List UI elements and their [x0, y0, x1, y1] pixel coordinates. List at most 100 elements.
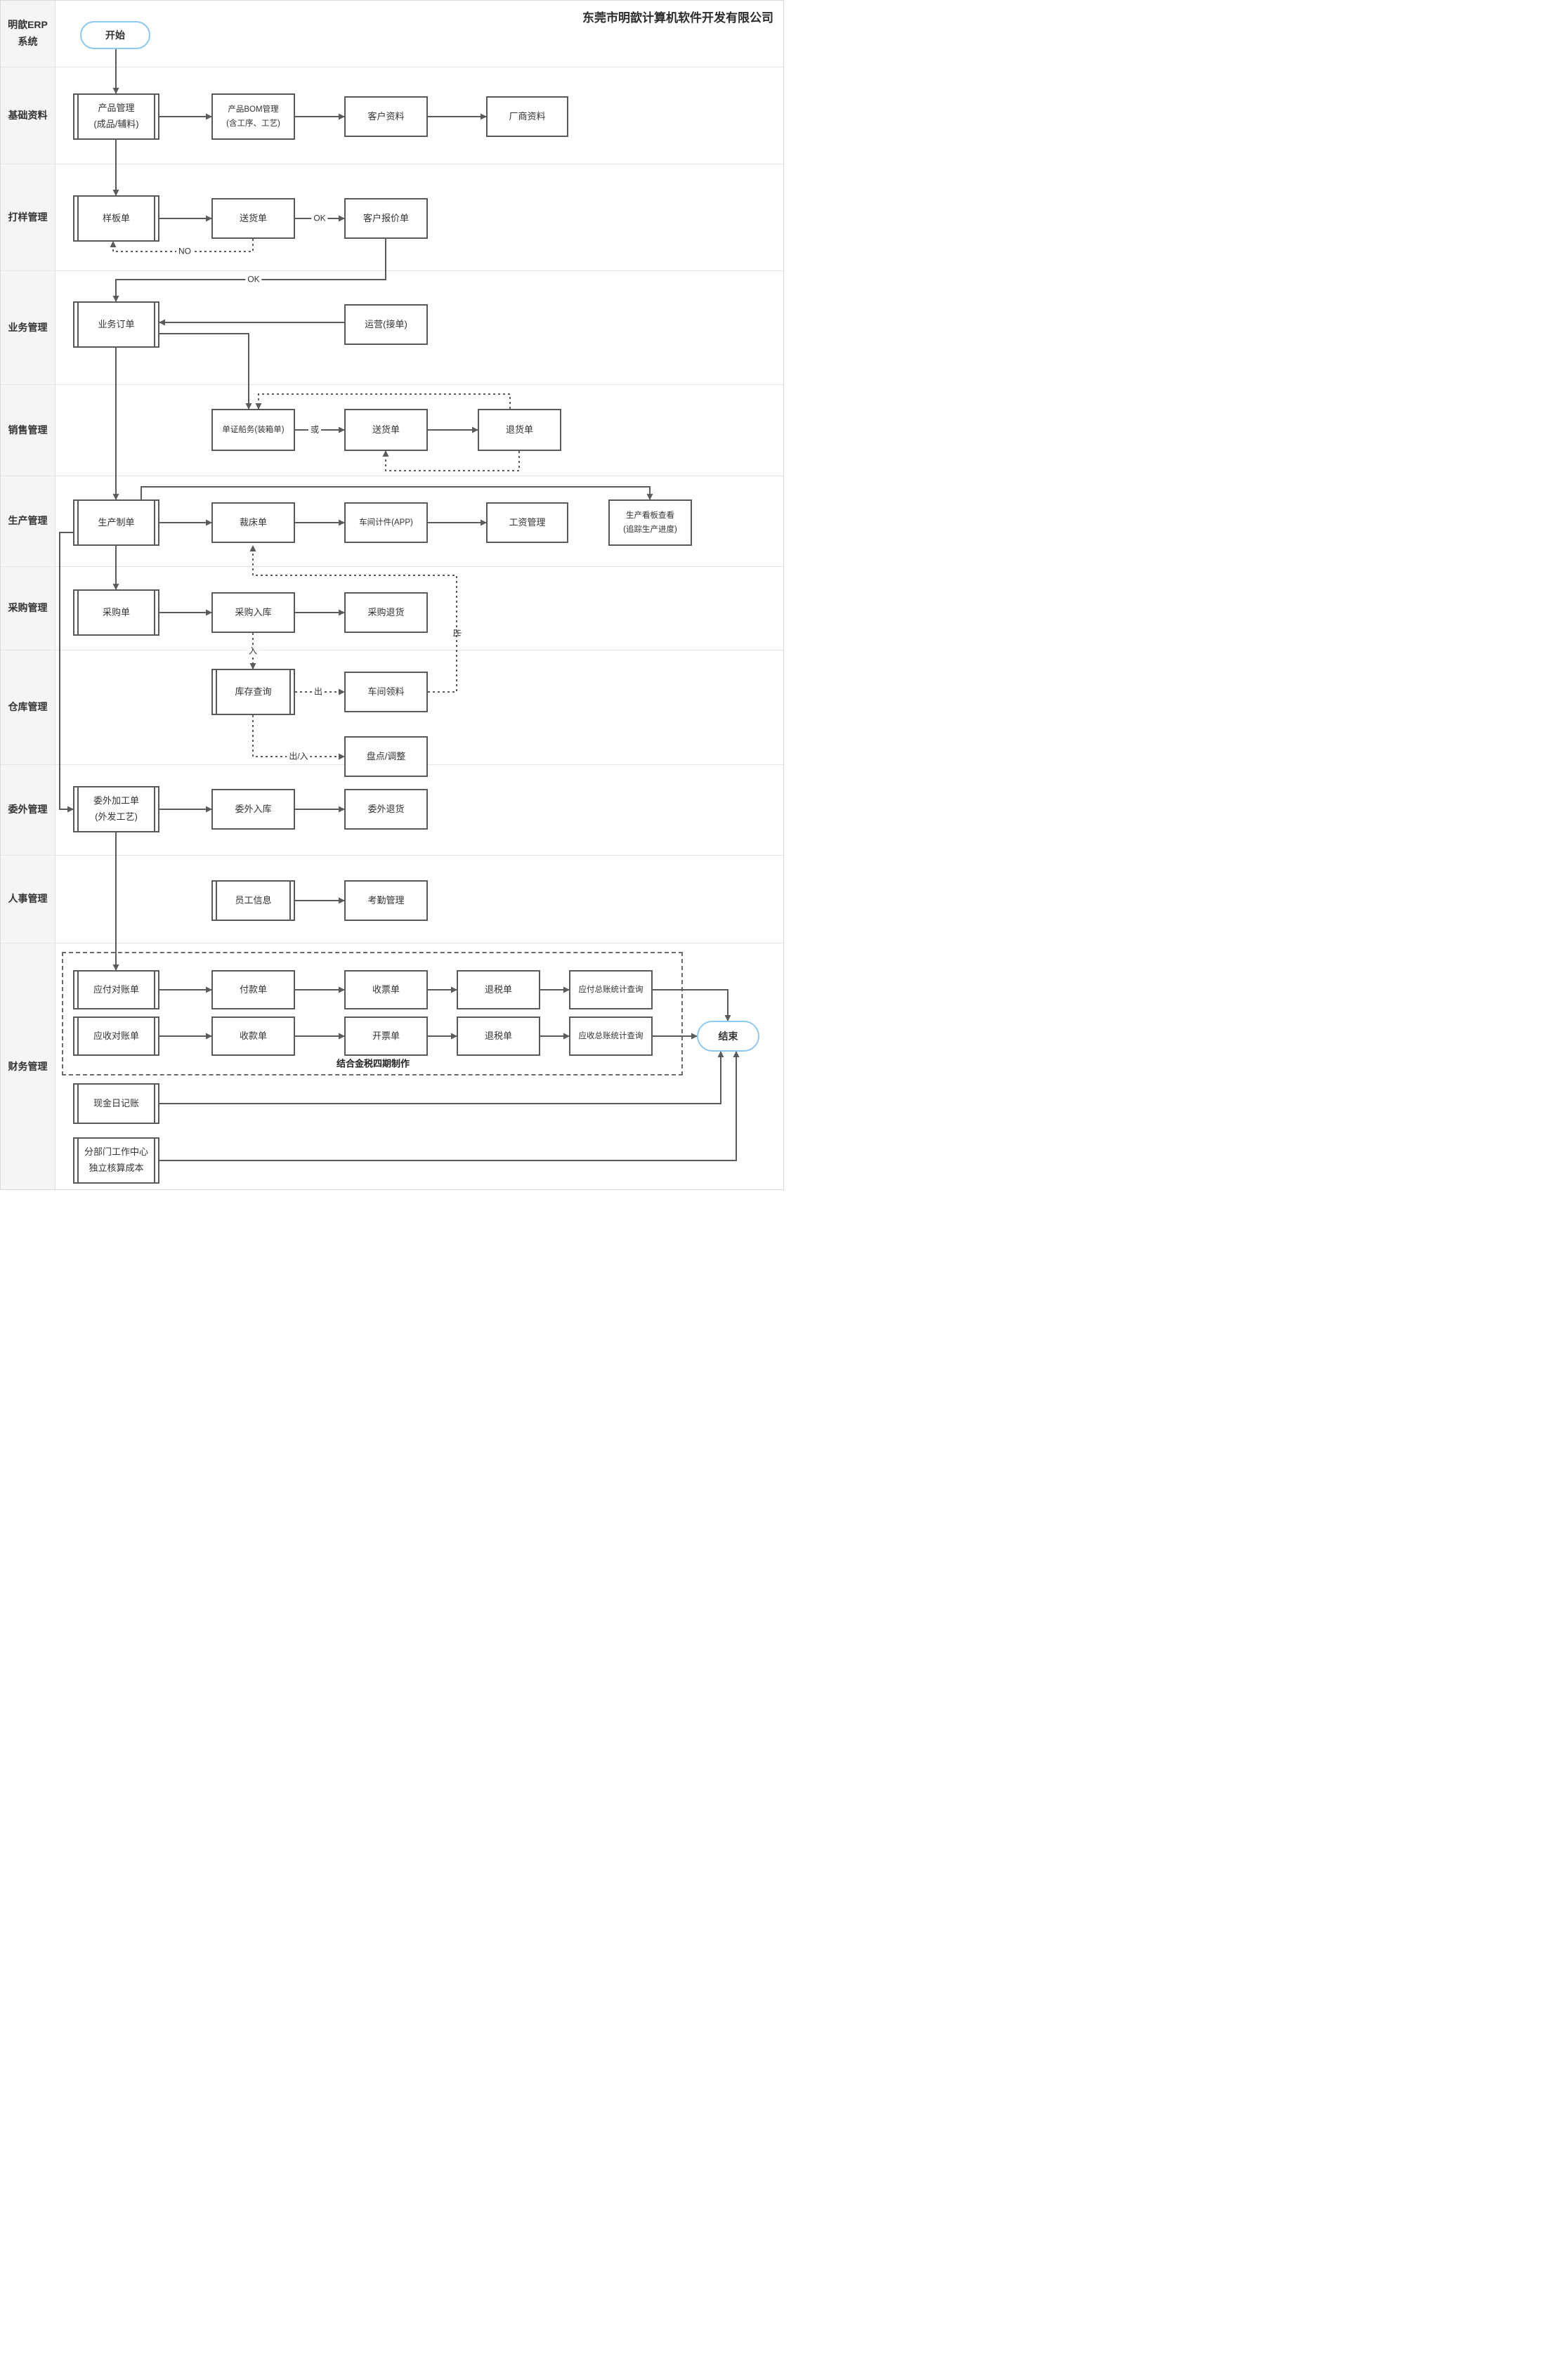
lane-label-line: 销售管理	[8, 424, 48, 436]
node-label-line: 盘点/调整	[366, 750, 406, 761]
subroutine-side-bar	[154, 95, 155, 138]
lane-label-line: 财务管理	[8, 1061, 48, 1073]
lane-label-line: 打样管理	[8, 211, 48, 223]
node-purchase-order: 采购单	[73, 589, 159, 636]
node-label-line: 收款单	[239, 1030, 267, 1041]
subroutine-side-bar	[289, 882, 291, 920]
lane-label-business: 业务管理	[1, 271, 55, 384]
node-label-line: 采购单	[102, 606, 130, 617]
node-label-line: 委外入库	[235, 803, 272, 814]
node-salary-mgmt: 工资管理	[486, 502, 568, 543]
node-dept-costing: 分部门工作中心独立核算成本	[73, 1137, 159, 1184]
edge-label-delivery-to-quote: OK	[311, 213, 328, 224]
edge-return-to-delivery	[382, 450, 520, 471]
node-customer-data: 客户资料	[344, 96, 428, 137]
lane-sampling: 打样管理	[1, 164, 783, 270]
node-kanban-view: 生产看板查看 (追踪生产进度)	[608, 499, 692, 546]
node-label-line: 样板单	[102, 212, 130, 223]
node-label-line: 裁床单	[239, 516, 267, 528]
node-sample-delivery: 送货单	[211, 198, 295, 239]
node-label-line: 应付总账统计查询	[578, 985, 643, 994]
edge-production-to-outsource	[59, 532, 74, 813]
edge-label-quote-ok-to-business: OK	[245, 274, 262, 285]
node-label-line: 送货单	[239, 212, 267, 223]
node-label-line: 厂商资料	[509, 110, 546, 122]
node-label-line: 退税单	[484, 983, 512, 995]
edge-delivery-no-loop	[110, 239, 254, 252]
edge-apquery-to-end	[653, 989, 731, 1021]
node-customer-quote: 客户报价单	[344, 198, 428, 239]
node-label-line: 应收对账单	[93, 1030, 139, 1041]
lane-label-line: 明歆ERP	[8, 19, 48, 31]
subroutine-side-bar	[77, 1085, 79, 1123]
connector-layer	[59, 49, 740, 1161]
node-label-line: 开始	[105, 29, 125, 41]
node-label-line: 单证船务(装箱单)	[222, 425, 285, 434]
node-label-line: 付款单	[239, 983, 267, 995]
node-label-line: 产品BOM管理	[228, 105, 279, 114]
node-piecework-app: 车间计件(APP)	[344, 502, 428, 543]
lane-warehouse: 仓库管理	[1, 650, 783, 764]
subroutine-side-bar	[154, 972, 155, 1008]
node-tax-refund-ap: 退税单	[457, 970, 540, 1009]
node-label-line: 车间领料	[367, 686, 405, 697]
node-invoice-receive: 收票单	[344, 970, 428, 1009]
lane-business: 业务管理	[1, 270, 783, 384]
node-label-line: 生产看板查看	[626, 511, 674, 520]
edge-label-shipping-or-delivery: 或	[308, 424, 322, 436]
edge-dept-to-end	[159, 1051, 740, 1161]
subroutine-side-bar	[289, 670, 291, 714]
node-ap-ledger-query: 应付总账统计查询	[569, 970, 653, 1009]
node-label-line: 独立核算成本	[89, 1163, 144, 1173]
node-cash-journal: 现金日记账	[73, 1083, 159, 1124]
node-label-line: 工资管理	[509, 516, 546, 528]
lane-label-line: 基础资料	[8, 109, 48, 121]
node-label-line: 库存查询	[235, 686, 272, 697]
node-label-line: (成品/辅料)	[93, 119, 139, 129]
lane-label-outsourcing: 委外管理	[1, 765, 55, 855]
subroutine-side-bar	[77, 1018, 79, 1054]
edge-production-to-kanban	[141, 486, 653, 500]
node-bom-mgmt: 产品BOM管理 (含工序、工艺)	[211, 93, 295, 140]
node-label-line: 退税单	[484, 1030, 512, 1041]
node-start: 开始	[80, 21, 150, 49]
subroutine-side-bar	[77, 501, 79, 544]
edge-cash-to-end	[159, 1051, 724, 1104]
node-label-line: 送货单	[372, 424, 400, 435]
node-label-line: 产品管理	[98, 103, 135, 114]
subroutine-side-bar	[216, 882, 217, 920]
lane-label-line: 生产管理	[8, 515, 48, 527]
node-label-line: 采购入库	[235, 606, 272, 617]
node-label-line: (外发工艺)	[95, 811, 138, 822]
edge-inventory-to-stocktake	[252, 715, 345, 760]
lane-basic-data: 基础资料	[1, 67, 783, 164]
lane-label-purchasing: 采购管理	[1, 567, 55, 650]
node-label-line: 客户报价单	[362, 212, 409, 223]
node-label-line: 委外退货	[367, 803, 405, 814]
edge-label-inventory-to-picking: 出	[311, 686, 325, 698]
subroutine-side-bar	[154, 197, 155, 240]
edge-quote-ok-to-business	[112, 239, 386, 302]
node-label-line: 收票单	[372, 983, 400, 995]
node-outsource-inbound: 委外入库	[211, 789, 295, 830]
subroutine-side-bar	[77, 787, 79, 831]
node-label-line: 运营(接单)	[365, 318, 407, 329]
node-tax-refund-ar: 退税单	[457, 1016, 540, 1056]
node-product-mgmt: 产品管理 (成品/辅料)	[73, 93, 159, 140]
golden-tax-group-box	[62, 952, 683, 1075]
node-label-line: 开票单	[372, 1030, 400, 1041]
node-label-line: (追踪生产进度)	[623, 525, 677, 534]
edge-return-to-shipping	[255, 393, 511, 410]
edge-picking-to-cutting	[249, 545, 457, 693]
subroutine-side-bar	[154, 1018, 155, 1054]
node-ap-statement: 应付对账单	[73, 970, 159, 1009]
node-label-line: (含工序、工艺)	[226, 119, 280, 128]
subroutine-side-bar	[154, 1139, 155, 1182]
node-ar-ledger-query: 应收总账统计查询	[569, 1016, 653, 1056]
node-label-line: 考勤管理	[367, 894, 405, 905]
node-attendance-mgmt: 考勤管理	[344, 880, 428, 921]
node-outsource-order: 委外加工单(外发工艺)	[73, 786, 159, 832]
